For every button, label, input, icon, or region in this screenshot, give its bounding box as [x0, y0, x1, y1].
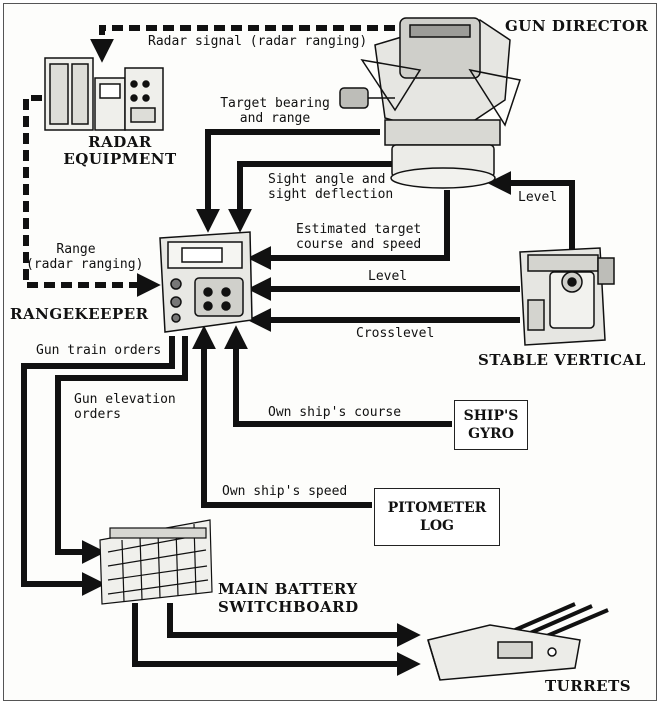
- crosslevel-label: Crosslevel: [356, 326, 435, 341]
- target-bearing-arrow: [196, 129, 380, 233]
- target-bearing-line2: and range: [239, 111, 311, 126]
- estimated-line1: Estimated target: [296, 222, 422, 237]
- gun-director-illustration: [339, 17, 521, 189]
- ships-gyro-line2: GYRO: [468, 426, 514, 442]
- switchboard-turret-arrow-1: [167, 603, 421, 647]
- switchboard-line1: MAIN BATTERY: [218, 580, 358, 598]
- switchboard-line2: SWITCHBOARD: [218, 598, 359, 616]
- level-director-arrow: [487, 171, 575, 250]
- own-course-arrow: [224, 325, 452, 427]
- radar-signal-arrow: [90, 25, 412, 63]
- estimated-course-label: Estimated target course and speed: [296, 222, 421, 252]
- rangekeeper-label: RANGEKEEPER: [10, 305, 149, 323]
- level-rangekeeper-label: Level: [368, 269, 408, 284]
- gun-director-label: GUN DIRECTOR: [505, 17, 649, 35]
- own-speed-arrow: [192, 325, 372, 508]
- range-line2: (radar ranging): [26, 257, 144, 272]
- gun-elevation-line2: orders: [74, 407, 121, 422]
- gun-train-label: Gun train orders: [36, 343, 162, 358]
- turrets-label: TURRETS: [545, 677, 632, 695]
- pitometer-log-box: PITOMETER LOG: [374, 488, 500, 546]
- sight-angle-line1: Sight angle and: [268, 172, 386, 187]
- ships-gyro-line1: SHIP'S: [463, 408, 519, 424]
- target-bearing-line1: Target bearing: [220, 96, 330, 111]
- stable-vertical-illustration: [519, 247, 615, 346]
- radar-label-line1: RADAR: [88, 133, 152, 151]
- gun-elevation-arrow: [55, 336, 188, 564]
- own-course-label: Own ship's course: [268, 405, 402, 420]
- radar-equipment-illustration: [44, 57, 164, 131]
- radar-equipment-label: RADAR EQUIPMENT: [60, 134, 180, 168]
- radar-signal-label: Radar signal (radar ranging): [148, 34, 368, 49]
- gun-elevation-line1: Gun elevation: [74, 392, 176, 407]
- target-bearing-label: Target bearing and range: [215, 96, 335, 126]
- rangekeeper-illustration: [159, 231, 253, 333]
- gun-elevation-label: Gun elevation orders: [74, 392, 176, 422]
- own-speed-label: Own ship's speed: [222, 484, 348, 499]
- estimated-line2: course and speed: [296, 237, 422, 252]
- range-line1: Range: [56, 242, 96, 257]
- gun-train-arrow: [21, 336, 175, 596]
- radar-label-line2: EQUIPMENT: [63, 150, 177, 168]
- pitometer-line2: LOG: [420, 518, 454, 534]
- switchboard-turret-arrow-2: [132, 603, 421, 676]
- stable-vertical-label: STABLE VERTICAL: [478, 351, 646, 369]
- switchboard-illustration: [99, 519, 213, 605]
- pitometer-line1: PITOMETER: [387, 500, 487, 516]
- range-arrow: [23, 95, 161, 297]
- sight-angle-arrow: [228, 161, 395, 233]
- sight-angle-line2: sight deflection: [268, 187, 394, 202]
- estimated-course-arrow: [247, 190, 450, 270]
- sight-angle-label: Sight angle and sight deflection: [268, 172, 393, 202]
- switchboard-label: MAIN BATTERY SWITCHBOARD: [218, 580, 359, 616]
- ships-gyro-box: SHIP'S GYRO: [454, 400, 528, 450]
- range-label: Range (radar ranging): [26, 242, 144, 272]
- turrets-illustration: [427, 602, 609, 681]
- level-director-label: Level: [518, 190, 558, 205]
